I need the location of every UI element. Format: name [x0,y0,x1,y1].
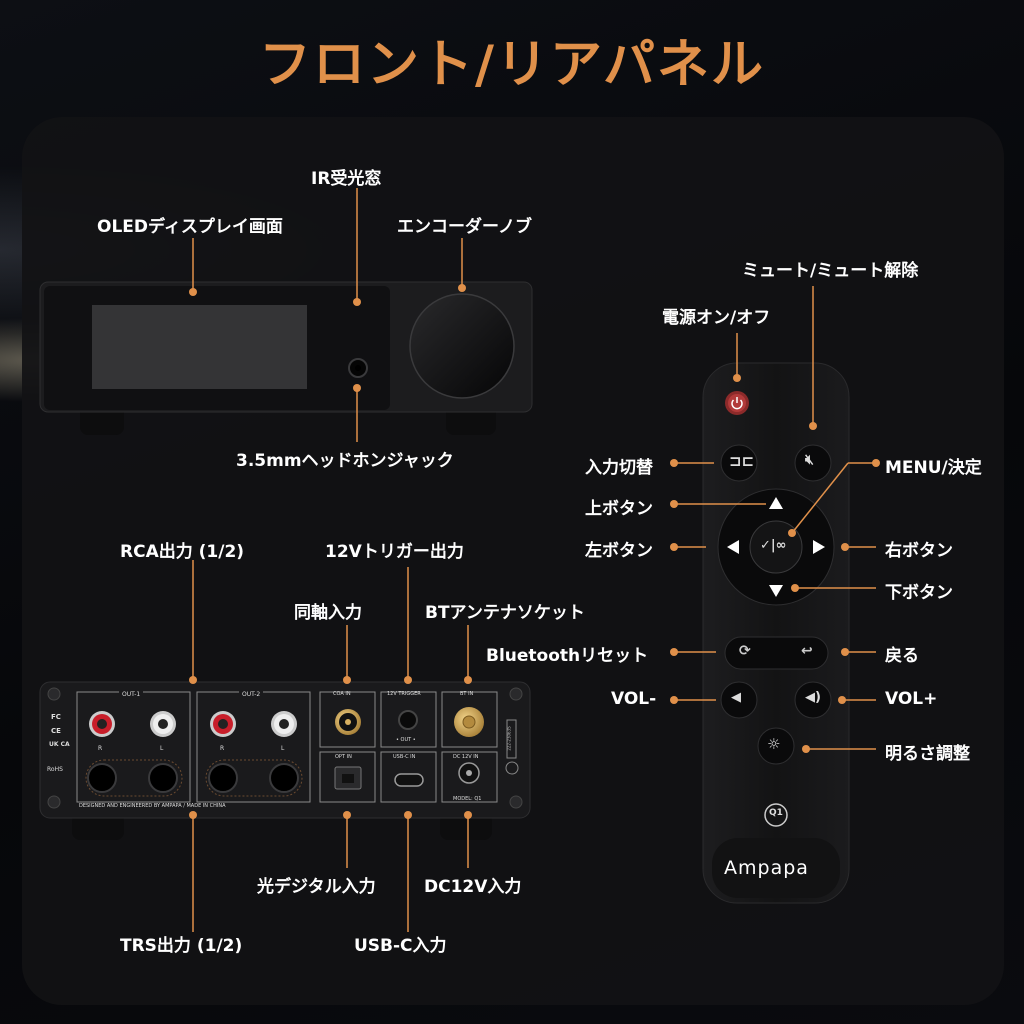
rca-l-label-1: L [160,745,164,752]
remote-control [702,362,850,904]
back-icon[interactable]: ↩ [801,643,813,659]
page-title: フロント/リアパネル [259,35,765,95]
coa-in-label: COA IN [333,691,351,697]
label-up-button: 上ボタン [585,499,653,519]
menu-ok-icon[interactable]: ✓|∞ [760,538,787,553]
cert-ukca: UK CA [49,741,70,748]
remote-model-badge: Q1 [769,808,783,818]
side-code: 222-23063S [506,726,512,751]
rca-r-label-2: R [220,745,225,752]
label-input-switch: 入力切替 [585,458,653,478]
remote-brand: Ampapa [724,857,809,879]
trigger-label: 12V TRIGGER [387,691,421,697]
label-power: 電源オン/オフ [662,308,771,328]
rca-l-label-2: L [281,745,285,752]
label-vol-minus: VOL- [611,689,657,709]
label-coax-input: 同軸入力 [294,603,362,623]
label-ir-window: IR受光窓 [311,169,382,189]
cert-fc: FC [51,713,61,721]
leader-lines [192,188,876,932]
rear-footer: DESIGNED AND ENGINEERED BY AMPAPA / MADE… [79,803,226,809]
rear-unit [39,681,531,840]
label-encoder-knob: エンコーダーノブ [397,217,532,237]
label-bluetooth-reset: Bluetoothリセット [486,646,649,666]
label-vol-plus: VOL+ [885,689,938,709]
rca-jacks [89,711,297,737]
mute-icon[interactable]: 🔇︎ [805,452,814,468]
volume-down-icon[interactable]: ◀︎ [731,690,741,705]
oled-screen [92,305,307,389]
label-left-button: 左ボタン [585,541,653,561]
label-12v-trigger: 12Vトリガー出力 [325,542,464,562]
label-optical-input: 光デジタル入力 [257,877,376,897]
cert-rohs: RoHS [47,766,63,773]
label-headphone-jack: 3.5mmヘッドホンジャック [236,451,454,471]
label-brightness: 明るさ調整 [885,744,970,764]
cert-ce: CE [51,727,61,735]
rca-r-label-1: R [98,745,103,752]
opt-in-label: OPT IN [335,754,352,760]
front-unit [39,281,533,435]
label-oled-screen: OLEDディスプレイ画面 [97,217,283,237]
encoder-knob [409,293,515,399]
usbc-in-label: USB-C IN [393,754,416,760]
label-usbc-input: USB-C入力 [354,936,447,956]
brightness-icon[interactable]: ☼ [767,735,781,753]
label-mute: ミュート/ミュート解除 [742,261,919,281]
label-trs-output: TRS出力 (1/2) [120,936,243,956]
bluetooth-reset-icon[interactable]: ⟳ [739,643,751,659]
trs-jacks [85,759,303,797]
trigger-out-label: • OUT • [396,737,416,743]
label-rca-output: RCA出力 (1/2) [120,542,245,562]
out2-label: OUT-2 [239,691,264,698]
model-label: MODEL: Q1 [453,796,482,802]
label-right-button: 右ボタン [885,541,953,561]
dc-in-label: DC 12V IN [453,754,479,760]
label-back: 戻る [885,646,919,666]
label-menu-ok: MENU/決定 [885,458,982,478]
volume-up-icon[interactable]: ◀︎) [805,690,821,705]
input-switch-icon[interactable]: ⊐⊏ [729,452,755,470]
bt-in-label: BT IN [460,691,474,697]
label-bt-antenna: BTアンテナソケット [425,603,585,623]
label-dc-input: DC12V入力 [424,877,522,897]
out1-label: OUT-1 [119,691,144,698]
label-down-button: 下ボタン [885,583,953,603]
